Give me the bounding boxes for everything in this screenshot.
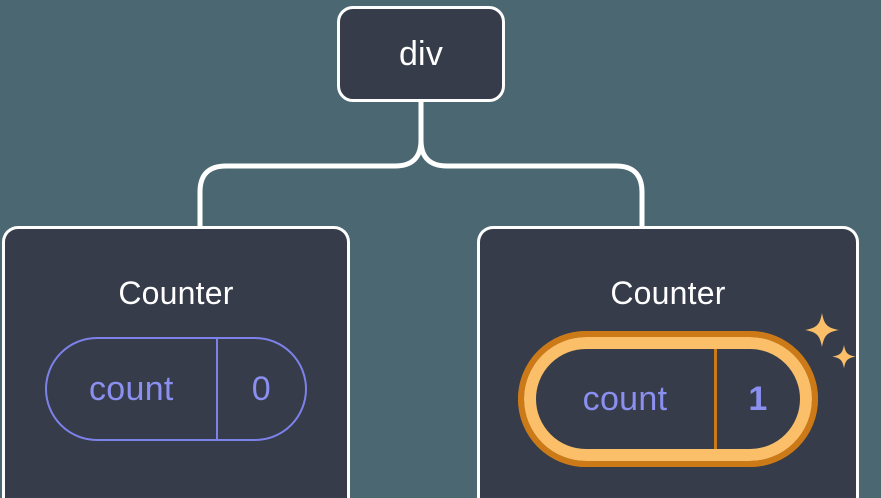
state-value-left: 0 bbox=[251, 370, 271, 408]
state-pill-wrap-right: count 1 bbox=[518, 313, 856, 467]
sparkle-small-icon bbox=[832, 345, 856, 369]
state-key-left: count bbox=[89, 370, 174, 408]
node-div[interactable]: div bbox=[337, 6, 505, 102]
state-pill-left[interactable]: count 0 bbox=[45, 337, 307, 441]
state-value-right: 1 bbox=[748, 380, 768, 418]
node-counter-right[interactable]: Counter count 1 bbox=[477, 226, 859, 498]
sparkle-group bbox=[805, 313, 856, 369]
node-counter-left-label: Counter bbox=[118, 275, 234, 311]
state-pill-divider-left bbox=[215, 339, 218, 439]
state-pill-right[interactable]: count 1 bbox=[518, 331, 818, 467]
state-pill-divider-right bbox=[714, 349, 717, 449]
state-key-right: count bbox=[582, 380, 668, 418]
sparkle-large-icon bbox=[805, 313, 839, 347]
node-counter-left[interactable]: Counter count 0 bbox=[2, 226, 350, 498]
state-pill-wrap-left: count 0 bbox=[45, 337, 307, 441]
node-counter-right-label: Counter bbox=[610, 275, 726, 311]
node-div-label: div bbox=[398, 35, 444, 73]
